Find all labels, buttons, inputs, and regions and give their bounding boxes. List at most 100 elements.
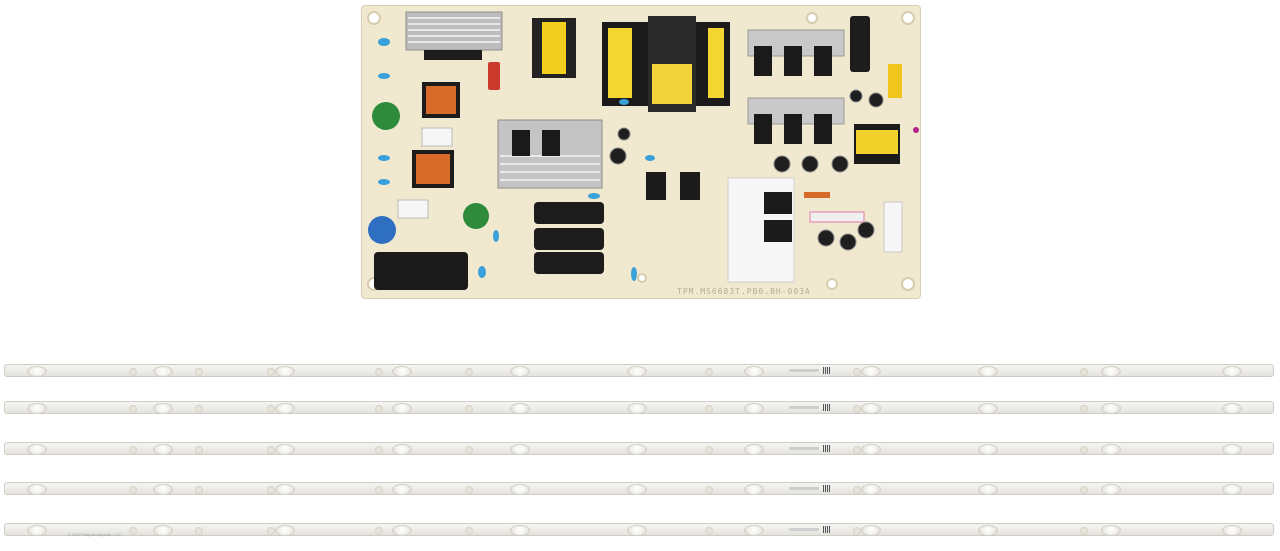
- led-lens: [744, 525, 764, 536]
- led-lens: [861, 444, 881, 455]
- led-strip: [4, 401, 1274, 414]
- led-lens: [1101, 403, 1121, 414]
- led-lens: [627, 444, 647, 455]
- strip-marker: [375, 446, 383, 454]
- strip-marker: [853, 368, 861, 376]
- qr-code-icon: [823, 485, 831, 492]
- strip-marker: [1080, 527, 1088, 535]
- led-lens: [627, 525, 647, 536]
- led-lens: [1101, 484, 1121, 495]
- led-lens: [1222, 444, 1242, 455]
- led-lens: [27, 444, 47, 455]
- led-lens: [275, 403, 295, 414]
- led-lens: [1222, 484, 1242, 495]
- led-lens: [744, 403, 764, 414]
- strip-label: [789, 447, 819, 450]
- led-lens: [510, 444, 530, 455]
- strip-marker: [465, 405, 473, 413]
- qr-code-icon: [823, 445, 831, 452]
- led-lens: [1222, 403, 1242, 414]
- led-lens: [1222, 366, 1242, 377]
- strip-marker: [375, 368, 383, 376]
- led-lens: [275, 484, 295, 495]
- strip-marker: [705, 368, 713, 376]
- heatsink: [405, 11, 503, 60]
- led-lens: [392, 366, 412, 377]
- led-lens: [861, 484, 881, 495]
- led-lens: [1101, 525, 1121, 536]
- strip-marker: [195, 405, 203, 413]
- strip-marker: [705, 405, 713, 413]
- led-lens: [978, 403, 998, 414]
- strip-marker: [267, 446, 275, 454]
- led-lens: [510, 525, 530, 536]
- led-lens: [275, 366, 295, 377]
- strip-marker: [465, 446, 473, 454]
- strip-marker: [375, 527, 383, 535]
- led-lens: [153, 525, 173, 536]
- led-lens: [978, 484, 998, 495]
- qr-code-icon: [823, 526, 831, 533]
- qr-code-icon: [823, 367, 831, 374]
- led-strip: [4, 482, 1274, 495]
- strip-marker: [267, 527, 275, 535]
- strip-marker: [853, 486, 861, 494]
- strip-marker: [195, 368, 203, 376]
- led-lens: [392, 484, 412, 495]
- copyright-text: © 2022 ShopJimmy.com, LLC: [68, 532, 121, 537]
- strip-marker: [375, 486, 383, 494]
- strip-marker: [1080, 486, 1088, 494]
- strip-marker: [853, 527, 861, 535]
- strip-marker: [129, 368, 137, 376]
- strip-marker: [1080, 405, 1088, 413]
- led-lens: [744, 484, 764, 495]
- strip-marker: [705, 486, 713, 494]
- led-lens: [627, 403, 647, 414]
- led-lens: [153, 366, 173, 377]
- led-lens: [27, 403, 47, 414]
- strip-label: [789, 369, 819, 372]
- led-lens: [861, 403, 881, 414]
- led-lens: [744, 366, 764, 377]
- led-lens: [510, 403, 530, 414]
- strip-marker: [195, 446, 203, 454]
- strip-marker: [129, 486, 137, 494]
- led-lens: [1222, 525, 1242, 536]
- strip-label: [789, 528, 819, 531]
- power-board-illustration: [367, 11, 919, 291]
- strip-marker: [465, 527, 473, 535]
- led-lens: [1101, 366, 1121, 377]
- led-lens: [392, 444, 412, 455]
- led-lens: [510, 484, 530, 495]
- strip-marker: [1080, 446, 1088, 454]
- led-lens: [627, 366, 647, 377]
- strip-marker: [129, 527, 137, 535]
- strip-label: [789, 406, 819, 409]
- led-lens: [978, 525, 998, 536]
- strip-marker: [705, 446, 713, 454]
- led-lens: [1101, 444, 1121, 455]
- strip-marker: [267, 405, 275, 413]
- strip-marker: [129, 405, 137, 413]
- strip-marker: [465, 486, 473, 494]
- strip-marker: [375, 405, 383, 413]
- strip-marker: [195, 486, 203, 494]
- led-lens: [27, 366, 47, 377]
- led-lens: [978, 366, 998, 377]
- strip-marker: [267, 486, 275, 494]
- strip-marker: [1080, 368, 1088, 376]
- strip-marker: [267, 368, 275, 376]
- strip-marker: [853, 446, 861, 454]
- power-supply-board: TPM.MS6683T.PB0.BH-003A: [361, 5, 921, 299]
- qr-code-icon: [823, 404, 831, 411]
- led-lens: [861, 525, 881, 536]
- strip-marker: [195, 527, 203, 535]
- led-strip: [4, 442, 1274, 455]
- led-lens: [153, 484, 173, 495]
- strip-marker: [853, 405, 861, 413]
- strip-marker: [705, 527, 713, 535]
- led-lens: [275, 444, 295, 455]
- strip-marker: [465, 368, 473, 376]
- led-lens: [392, 525, 412, 536]
- led-lens: [861, 366, 881, 377]
